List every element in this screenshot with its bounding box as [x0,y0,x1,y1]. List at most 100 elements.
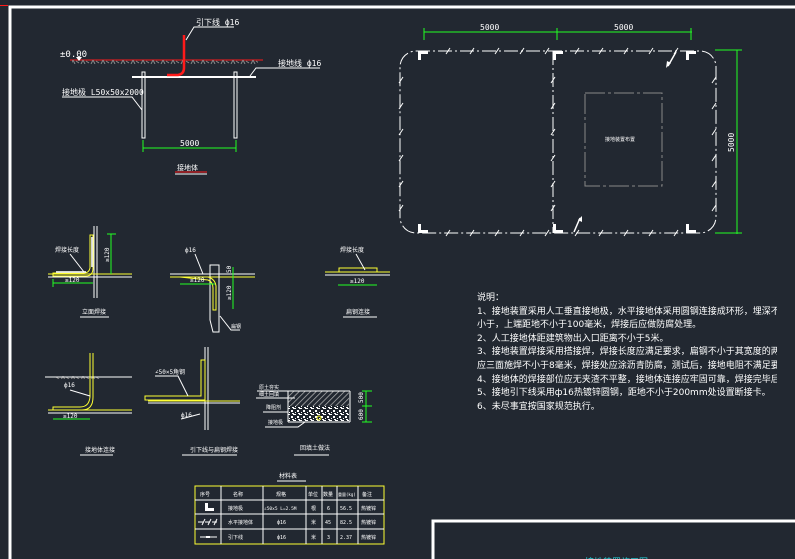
svg-text:45: 45 [325,520,331,526]
conductor-tick [623,229,629,237]
conductor-tick [550,180,556,188]
svg-text:≥120: ≥120 [104,247,111,262]
title-block: 接地装置施工图 [431,519,795,559]
conductor-tick [711,102,717,110]
conductor-tick [550,76,556,84]
detail-3: ≥120 焊接长度 扁钢连接 [325,246,390,318]
elevation-label: ±0.00 [60,50,87,60]
svg-text:≥120: ≥120 [63,413,78,420]
notes-title: 说明： [477,293,505,303]
lead-wire [167,35,186,77]
svg-text:ф16: ф16 [277,535,286,541]
svg-text:6: 6 [327,506,330,512]
drawing-title: 接地装置施工图 [585,556,648,559]
svg-text:热镀锌: 热镀锌 [361,534,376,541]
note-line: 小于，上端距地不小于100毫米，焊接后应做防腐处理。 [477,320,702,331]
conductor-tick [711,204,717,212]
conductor-tick [550,128,556,136]
detail-caption: 回填土做法 [300,444,330,452]
conductor-tick [398,128,404,136]
svg-text:焊接长度: 焊接长度 [340,246,364,254]
conductor-tick [711,154,717,162]
svg-text:82.5: 82.5 [340,520,352,526]
table-row: 接地极 ∠50x5 L=2.5M 根 6 56.5 热镀锌 [205,503,376,512]
svg-text:米: 米 [311,519,316,526]
conductor-tick [623,47,629,55]
note-line: 3、接地装置焊接采用搭接焊，焊接长度应满足要求，扁钢不小于其宽度的两倍，圆钢不小… [477,347,777,358]
svg-text:接地极: 接地极 [268,419,283,426]
detail-caption: 接地体连接 [85,446,115,454]
svg-text:600: 600 [358,409,365,420]
conductor-tick [550,154,556,162]
svg-text:2.37: 2.37 [340,535,352,541]
svg-text:≥120: ≥120 [226,285,233,300]
svg-text:引下线: 引下线 [228,534,243,541]
table-title: 材料表 [279,472,297,480]
svg-text:焊接长度: 焊接长度 [55,246,79,254]
note-line: 4、接地体的焊接部位应无夹渣不平整，接地体连接应牢固可靠，焊接完毕后，应检查验收… [477,374,777,385]
note-line: 应三面施焊不小于8毫米，焊接处应涂沥青防腐，测试后，接地电阻不满足要求时应增加接… [477,360,777,371]
electrode-label: 接地极 L50x50x2000 [62,87,144,97]
conductor-tick [673,229,679,237]
table-header: 序号 [200,491,210,498]
svg-text:根: 根 [311,505,316,512]
plan-side-dim: 5000 [727,133,736,152]
detail-4: ≥120 ф16 接地体连接 [45,353,132,456]
plan-top-dim-right: 5000 [614,23,633,32]
svg-text:原土夯实: 原土夯实 [259,384,279,391]
conductor-tick [544,229,550,237]
notes-block: 说明： 1、接地装置采用人工垂直接地极，水平接地体采用圆钢连接成环形，埋深不小于… [477,292,777,414]
conductor-symbol-icon [198,518,218,526]
svg-text:ф16: ф16 [185,247,196,254]
conductor-tick [711,128,717,136]
note-line: 2、人工接地体距建筑物出入口距离不小于5米。 [477,333,669,344]
svg-text:ф16: ф16 [277,520,286,526]
svg-text:≥120: ≥120 [65,277,80,284]
elevation-marker-icon [76,57,82,61]
conductor-tick [469,229,475,237]
table-header: 数量 [323,491,333,498]
ground-electrode [233,71,238,139]
plan-view: 5000 5000 5000 接地装置布置 [398,23,742,237]
conductor-tick [494,47,500,55]
detail-caption: 扁钢连接 [346,308,370,316]
conductor-tick [398,180,404,188]
svg-text:热镀锌: 热镀锌 [361,519,376,526]
conductor-tick [574,229,580,237]
note-line: 1、接地装置采用人工垂直接地极，水平接地体采用圆钢连接成环形，埋深不小于0.8米… [477,306,777,317]
conductor-tick [550,204,556,212]
svg-text:降阻剂: 降阻剂 [266,404,281,411]
conductor-tick [398,76,404,84]
table-header: 名称 [233,491,243,498]
conductor-tick [445,47,451,55]
section-caption: 接地体 [177,163,198,172]
conductor-tick [469,47,475,55]
ground-electrode [141,71,146,139]
conductor-tick [711,76,717,84]
conductor-tick [648,229,654,237]
conductor-tick [494,229,500,237]
material-table: 材料表 序号 名称 规格 单位 数量 重量(kg) 备注 [194,472,385,545]
svg-text:米: 米 [311,534,316,541]
corner-electrodes [418,51,696,233]
svg-text:≥120: ≥120 [190,277,205,284]
table-header: 备注 [362,491,372,498]
lead-wire-label: 引下线 ф16 [196,17,239,27]
svg-text:∠50×5角钢: ∠50×5角钢 [155,368,185,376]
conductor-tick [519,47,525,55]
svg-text:ф16: ф16 [64,382,75,389]
svg-text:扁钢: 扁钢 [231,323,241,330]
lead-wire-symbol-icon [200,536,217,538]
plan-top-dim-left: 5000 [480,23,499,32]
conductor-tick [574,47,580,55]
plan-center-label: 接地装置布置 [605,136,635,143]
conductor-tick [519,229,525,237]
detail-1: ≥120 ≥120 焊接长度 立面焊接 [48,226,132,318]
conductor-tick [398,154,404,162]
table-header: 规格 [276,491,286,498]
conductor-tick [598,47,604,55]
detail-5: ∠50×5角钢 ф16 引下线与扁钢焊接 [144,347,240,456]
detail-2: ≥120 50 ≥120 ф16 扁钢 [170,247,255,333]
svg-text:∠50x5 L=2.5M: ∠50x5 L=2.5M [264,506,297,512]
